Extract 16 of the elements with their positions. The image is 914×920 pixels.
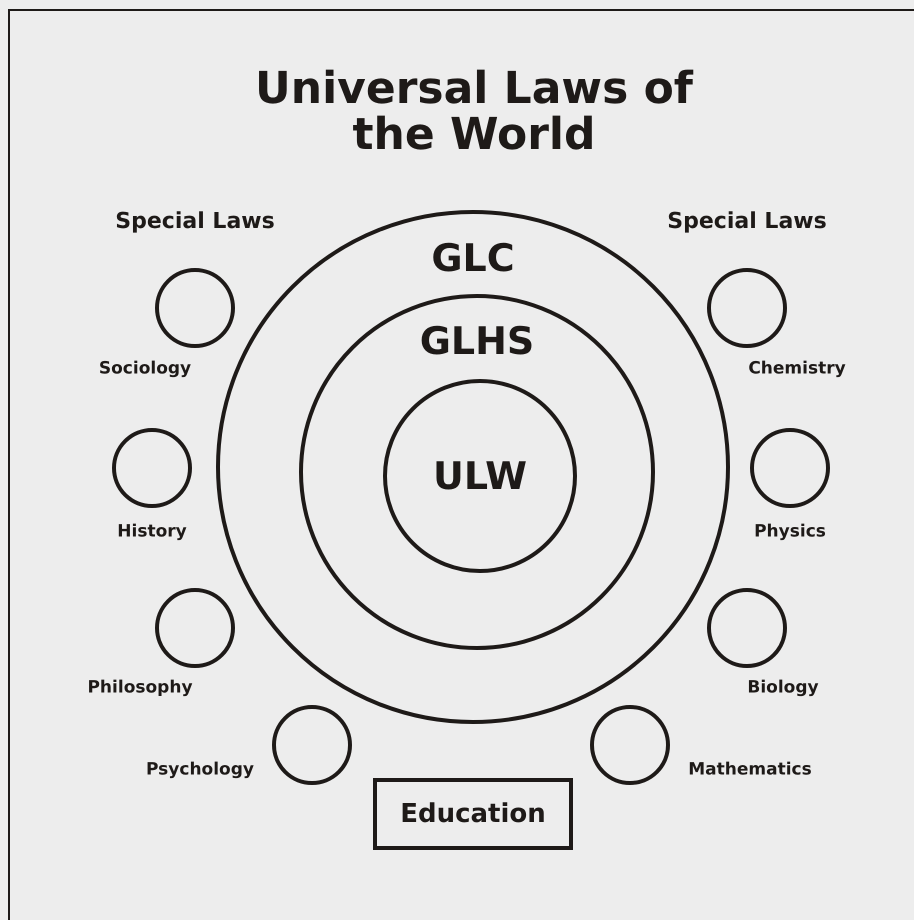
group-heading: Special Laws [667,211,827,233]
circle-caption: Sociology [98,360,192,378]
circle-caption: Chemistry [748,360,846,378]
circle-caption: Mathematics [688,762,812,778]
circle-caption: Biology [747,680,819,696]
circle-caption: Philosophy [87,680,193,696]
circle-caption: Physics [754,524,826,540]
circle-caption: Psychology [146,762,254,778]
label-box [373,778,573,850]
title: Universal Laws of the World [254,66,694,158]
group-heading: Special Laws [115,211,275,233]
circle-label: ULW [432,457,528,495]
circle-label: GLHS [420,322,534,360]
box-label: Education [400,801,546,827]
circle-label: GLC [431,239,515,277]
circle-caption: History [117,524,187,540]
